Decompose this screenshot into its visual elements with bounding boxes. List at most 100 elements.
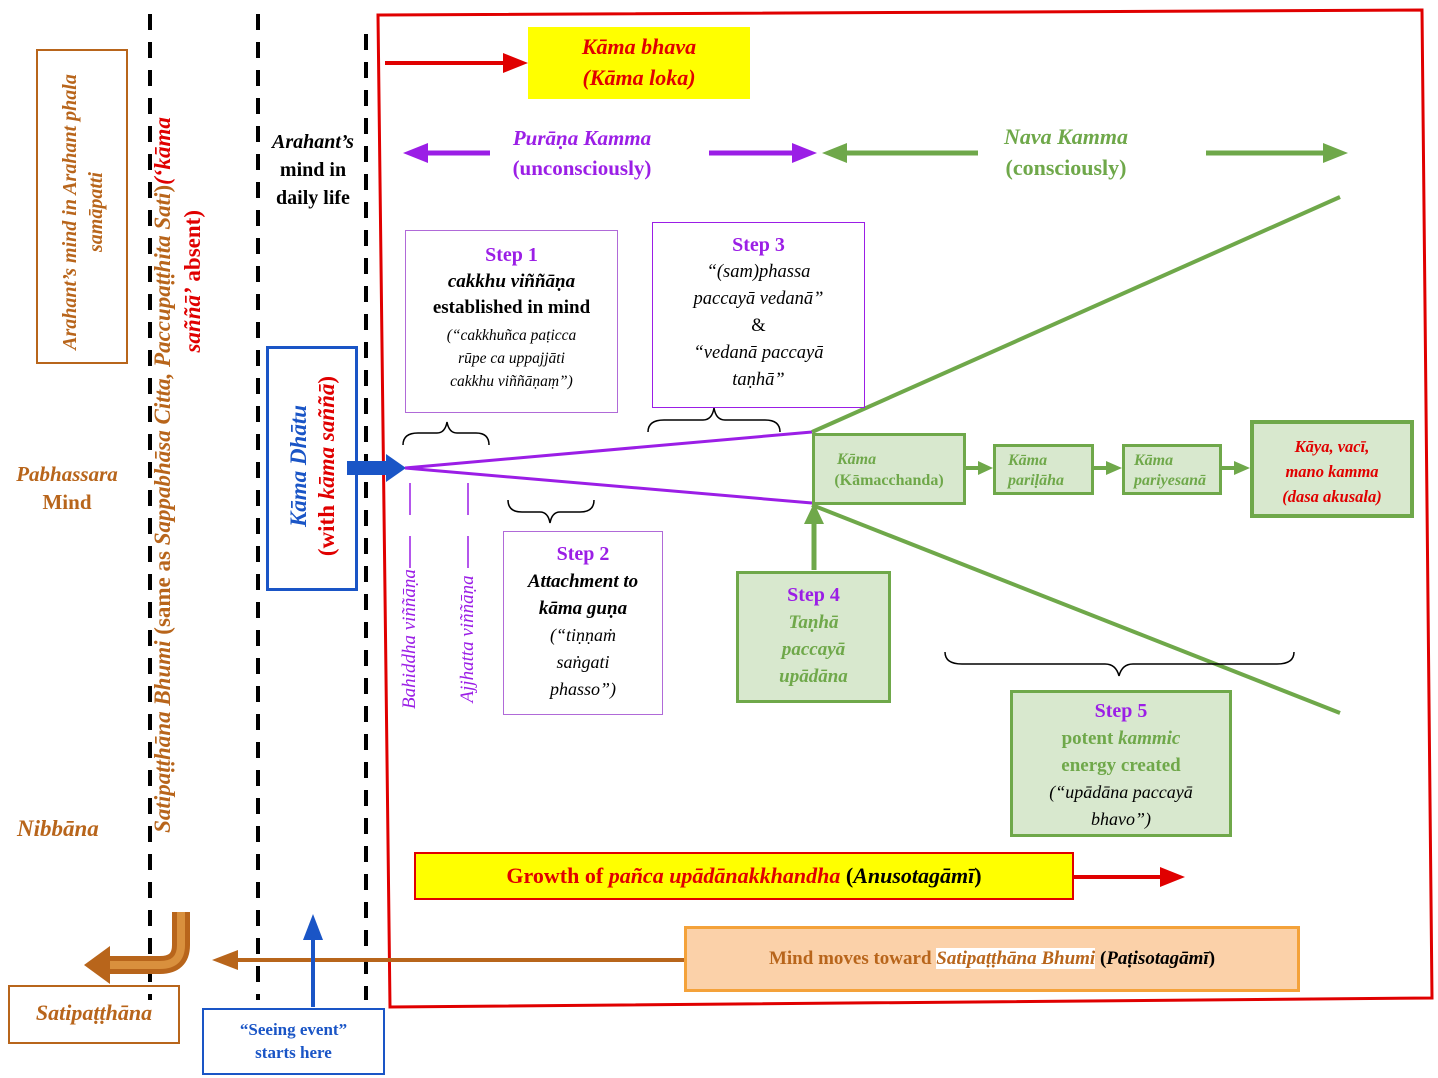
step4-line2: paccayā xyxy=(781,639,846,660)
kama-chain-3-line1: Kāma xyxy=(1134,452,1174,469)
kama-loka-frame xyxy=(376,8,1434,1009)
bhumi-line2a: saññā’ xyxy=(180,287,205,353)
step2-box: Step 2 Attachment to kāma guṇa (“tiṇṇaṁ … xyxy=(503,531,663,715)
step2-quote2: saṅgati xyxy=(556,652,610,672)
purana-kamma-line2: (unconsciously) xyxy=(512,156,652,180)
bhumi-line2: saññā’ absent) xyxy=(178,75,208,875)
step5-box: Step 5 potent kammic energy created (“up… xyxy=(1010,690,1232,837)
step5-line2: energy created xyxy=(1061,755,1181,776)
kama-parilaha-box: Kāma pariḷāha xyxy=(993,444,1094,495)
step3-quote3: & xyxy=(751,316,766,336)
nava-kamma-label: Nava Kamma (consciously) xyxy=(982,121,1150,183)
step5-line1b: kammic xyxy=(1118,728,1181,749)
kama-bhava-line2: (Kāma loka) xyxy=(582,65,696,90)
step1-quote3: cakkhu viññāṇaṃ”) xyxy=(450,373,573,390)
growth-banner: Growth of pañca upādānakkhandha (Anusota… xyxy=(414,852,1074,900)
step4-line1: Taṇhā xyxy=(788,612,839,633)
step5-brace xyxy=(944,651,1295,677)
arahant-phala-text: Arahant’s mind in Arahant phala samāpatt… xyxy=(59,74,107,350)
step1-quote1: (“cakkhuñca paṭicca xyxy=(446,327,577,344)
satipatthana-bhumi-vertical: Satipaṭṭhāna Bhumi (same as Sappabhāsa C… xyxy=(148,75,208,875)
entry-arrow-head xyxy=(386,454,406,482)
bahiddha-vinnana: Bahiddha viññāṇa xyxy=(399,569,420,709)
growth-a: Growth of xyxy=(506,863,609,888)
seeing-event-line2: starts here xyxy=(255,1043,332,1062)
mind-moves-b: Satipaṭṭhāna Bhumi xyxy=(936,948,1096,969)
step4-box: Step 4 Taṇhā paccayā upādāna xyxy=(736,571,891,703)
bhumi-part2: (same as xyxy=(150,545,175,641)
seeing-event-line1: “Seeing event” xyxy=(239,1020,348,1039)
mind-moves-e: ) xyxy=(1208,948,1216,969)
step3-quote2: paccayā vedanā” xyxy=(693,289,824,309)
kama-chain-2-line2: pariḷāha xyxy=(1008,472,1065,489)
upper-purple-ray xyxy=(404,430,813,470)
kama-chain-1-line1: Kāma xyxy=(837,451,877,468)
with-kama-sanna: (with kāma saññā) xyxy=(313,336,341,596)
step3-brace xyxy=(647,407,781,433)
kama-chain-3-line2: pariyesanā xyxy=(1134,472,1206,489)
step2-quote3: phasso”) xyxy=(549,679,616,699)
pabhassara-line2: Mind xyxy=(42,490,92,514)
growth-c: ( xyxy=(840,863,854,888)
satipatthana-box: Satipaṭṭhāna xyxy=(8,985,180,1044)
kama-kamacchanda-box: Kāma (Kāmacchanda) xyxy=(812,433,966,505)
kama-dhatu-text: Kāma Dhātu xyxy=(286,404,311,528)
kama-dhatu-vertical: Kāma Dhātu (with kāma saññā) xyxy=(285,336,345,596)
step1-line2: established in mind xyxy=(432,297,591,318)
kaya-vaci-mano-box: Kāya, vacī, mano kamma (dasa akusala) xyxy=(1250,420,1414,518)
step3-quote4: “vedanā paccayā xyxy=(693,343,824,363)
step3-quote5: taṇhā” xyxy=(732,370,785,390)
growth-e: ) xyxy=(974,863,982,888)
kama-pariyesana-box: Kāma pariyesanā xyxy=(1122,444,1222,495)
chain-arrow-3 xyxy=(1234,461,1250,475)
mind-moves-c: ( xyxy=(1095,948,1107,969)
nava-kamma-line1: Nava Kamma xyxy=(1003,124,1129,149)
satipatthana-text: Satipaṭṭhāna xyxy=(35,1000,153,1025)
chain-arrow-2 xyxy=(1106,461,1122,475)
arahant-daily-line3: daily life xyxy=(276,187,350,209)
step4-title: Step 4 xyxy=(787,584,840,606)
nibbana-label: Nibbāna xyxy=(17,816,99,841)
step1-title: Step 1 xyxy=(485,244,538,266)
step2-line2: kāma guṇa xyxy=(538,598,628,619)
bhumi-line1: Satipaṭṭhāna Bhumi (same as Sappabhāsa C… xyxy=(148,75,178,875)
with-kama-sanna-b: kāma saññā xyxy=(314,383,339,500)
step1-quote2: rūpe ca uppajjāti xyxy=(458,350,565,367)
bhumi-line2b: absent) xyxy=(180,210,205,288)
ajjhatta-vinnana: Ajjhatta viññāṇa xyxy=(457,575,478,703)
arahant-daily-line1: Arahant’s xyxy=(272,131,354,153)
kaya-line3: (dasa akusala) xyxy=(1282,487,1382,506)
step1-box: Step 1 cakkhu viññāṇa established in min… xyxy=(405,230,618,413)
step5-quote2: bhavo”) xyxy=(1091,809,1151,829)
step3-title: Step 3 xyxy=(732,234,785,256)
mind-moves-d: Paṭisotagāmī xyxy=(1106,948,1209,969)
step5-line1a: potent xyxy=(1061,728,1119,749)
bhumi-part1: Satipaṭṭhāna Bhumi xyxy=(150,640,175,833)
step4-line3: upādāna xyxy=(779,666,848,687)
bhumi-part3: Sappabhāsa Citta, Paccupaṭṭhita Sati xyxy=(150,192,175,546)
step1-brace xyxy=(402,421,490,446)
return-hook-arrow xyxy=(108,912,190,974)
kama-bhava-line1: Kāma bhava xyxy=(581,34,697,59)
step3-box: Step 3 “(sam)phassa paccayā vedanā” & “v… xyxy=(652,222,865,408)
nava-kamma-line2: (consciously) xyxy=(1005,155,1127,180)
with-kama-sanna-a: (with xyxy=(314,499,339,557)
kama-dhatu-box: Kāma Dhātu (with kāma saññā) xyxy=(266,346,358,591)
mind-moves-a: Mind moves toward xyxy=(768,948,937,969)
lower-purple-ray xyxy=(404,466,813,505)
bhumi-part5: (‘kāma xyxy=(150,117,175,185)
step5-line1: potent kammic xyxy=(1013,725,1229,752)
growth-d: Anusotagāmī xyxy=(853,863,975,888)
kama-chain-2-line1: Kāma xyxy=(1008,452,1048,469)
kama-bhava-box: Kāma bhava (Kāma loka) xyxy=(528,27,750,99)
seeing-event-box: “Seeing event” starts here xyxy=(202,1008,385,1075)
mind-moves-banner: Mind moves toward Satipaṭṭhāna Bhumi (Pa… xyxy=(684,926,1300,992)
kaya-line2: mano kamma xyxy=(1285,462,1379,481)
lower-green-ray xyxy=(811,503,1341,715)
kaya-line1: Kāya, vacī, xyxy=(1294,437,1370,456)
step2-title: Step 2 xyxy=(556,543,610,565)
chain-arrow-1 xyxy=(978,461,993,475)
upper-green-ray xyxy=(811,195,1341,434)
kama-chain-1-line2: (Kāmacchanda) xyxy=(834,472,944,489)
